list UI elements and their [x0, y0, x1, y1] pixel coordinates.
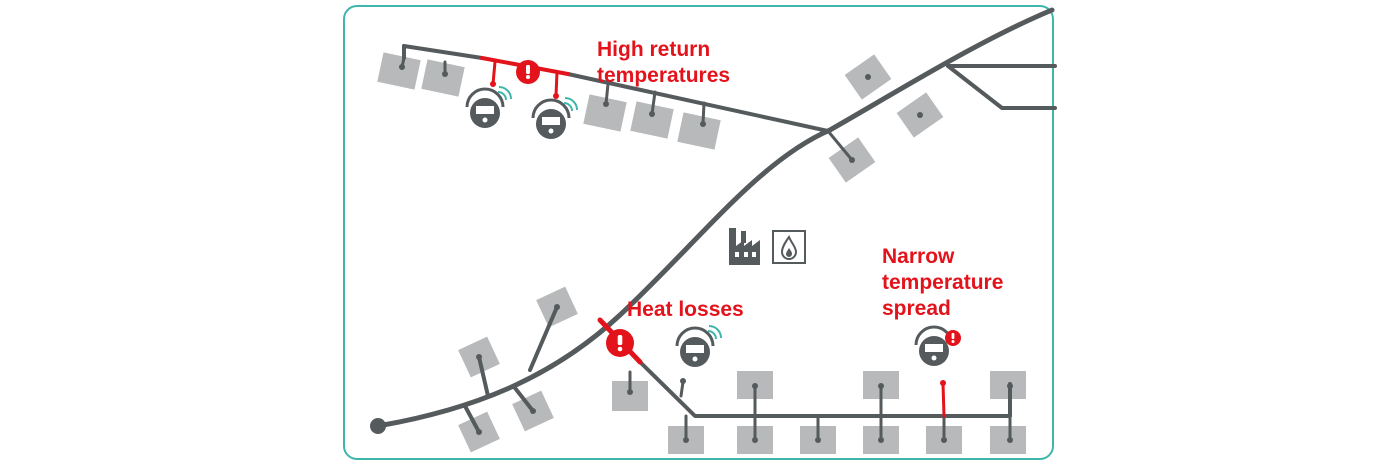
street-pipe [566, 72, 830, 133]
label-narrow-temperature-spread: Narrow temperature spread [882, 245, 1004, 320]
building [630, 101, 674, 139]
heat-meter-icon [914, 325, 954, 366]
label-high-return-temperatures: High return temperatures [597, 38, 731, 87]
street-pipe [402, 44, 484, 60]
building [421, 59, 465, 97]
warning-icon [516, 60, 540, 84]
main-pipe [375, 7, 1055, 429]
warning-icon [945, 330, 961, 346]
building [677, 112, 721, 150]
flame-icon [772, 230, 806, 264]
building [377, 52, 421, 90]
heat-meter-icon [531, 97, 578, 139]
pipes [375, 7, 1057, 442]
network-start-node [370, 418, 386, 434]
label-heat-losses: Heat losses [627, 298, 744, 321]
building [583, 94, 627, 132]
pipe-endpoints [370, 64, 1013, 443]
heat-meter-icon [465, 86, 512, 128]
street-pipe [636, 358, 1012, 418]
factory-icon [729, 228, 760, 265]
diagram-frame [343, 5, 1054, 460]
branch-pipe [946, 64, 1057, 110]
warning-icon [606, 329, 634, 357]
heat-meter-icon [675, 325, 722, 367]
